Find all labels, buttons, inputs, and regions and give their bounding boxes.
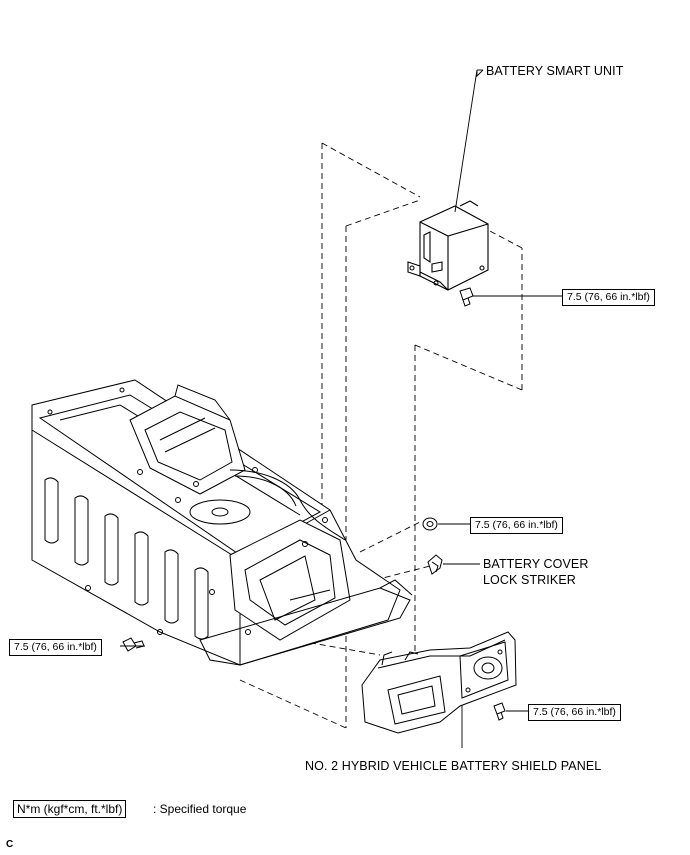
smart-unit-bolt-part bbox=[459, 287, 474, 307]
torque-nut-right: 7.5 (76, 66 in.*lbf) bbox=[470, 517, 563, 534]
torque-shield-bolt: 7.5 (76, 66 in.*lbf) bbox=[528, 704, 621, 721]
battery-smart-unit-part bbox=[407, 200, 489, 291]
torque-smart-unit-bolt: 7.5 (76, 66 in.*lbf) bbox=[562, 289, 655, 306]
lock-striker-label-line2: LOCK STRIKER bbox=[483, 573, 576, 587]
battery-pack-part bbox=[31, 379, 413, 666]
legend-torque-unit: N*m (kgf*cm, ft.*lbf) bbox=[13, 800, 127, 818]
battery-smart-unit-label: BATTERY SMART UNIT bbox=[486, 64, 624, 78]
lock-striker-label-line1: BATTERY COVER bbox=[483, 557, 589, 571]
shield-panel-label: NO. 2 HYBRID VEHICLE BATTERY SHIELD PANE… bbox=[305, 759, 602, 773]
legend-description: : Specified torque bbox=[153, 802, 247, 816]
nut-right-part bbox=[422, 517, 438, 531]
bolt-left-part bbox=[122, 637, 145, 652]
figure-code: C bbox=[6, 839, 14, 850]
torque-bolt-left: 7.5 (76, 66 in.*lbf) bbox=[9, 639, 102, 656]
shield-panel-part bbox=[361, 631, 517, 734]
shield-bolt-part bbox=[493, 702, 506, 721]
lock-striker-part bbox=[427, 554, 443, 575]
leader-lines bbox=[120, 69, 562, 748]
